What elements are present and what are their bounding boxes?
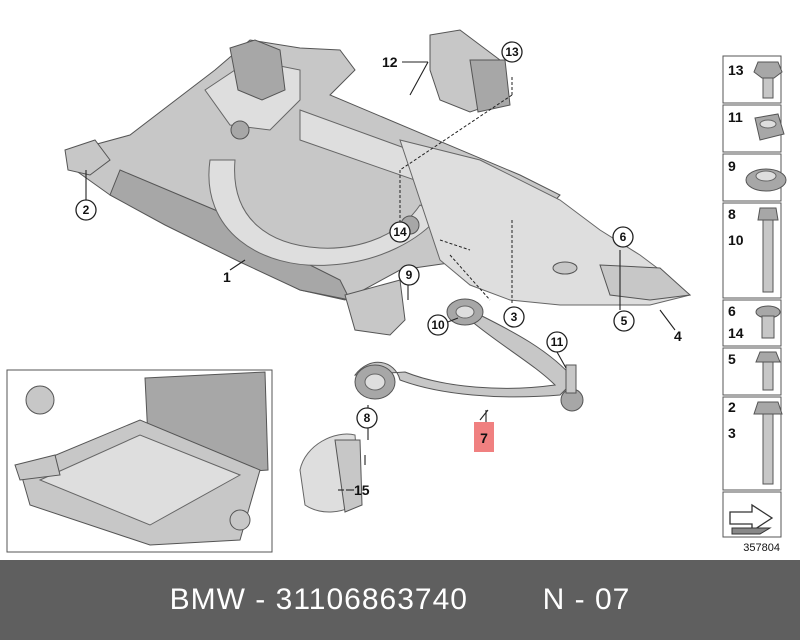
callout-13[interactable]: 13 xyxy=(501,41,523,63)
svg-text:5: 5 xyxy=(621,314,628,328)
brand-name: BMW xyxy=(169,583,246,616)
label-1[interactable]: 1 xyxy=(223,269,231,285)
callout-6[interactable]: 6 xyxy=(612,226,634,248)
callout-2[interactable]: 2 xyxy=(75,199,97,221)
separator: - xyxy=(245,583,276,616)
label-15[interactable]: 15 xyxy=(346,482,370,498)
svg-text:6: 6 xyxy=(620,230,627,244)
callout-9[interactable]: 9 xyxy=(398,264,420,286)
svg-text:12: 12 xyxy=(382,54,398,70)
arrow-icon xyxy=(729,503,774,533)
svg-text:8: 8 xyxy=(728,206,736,222)
svg-text:15: 15 xyxy=(354,482,370,498)
svg-text:9: 9 xyxy=(406,268,413,282)
callout-11[interactable]: 11 xyxy=(546,331,568,353)
svg-text:8: 8 xyxy=(364,411,371,425)
diagram-reference-number: 357804 xyxy=(743,542,780,554)
control-arm-wishbone xyxy=(353,298,584,412)
svg-text:13: 13 xyxy=(728,62,744,78)
diagram-code: N - 07 xyxy=(542,583,631,616)
vehicle-location-inset xyxy=(6,369,273,553)
svg-text:7: 7 xyxy=(480,430,488,446)
svg-text:2: 2 xyxy=(83,203,90,217)
svg-text:4: 4 xyxy=(674,328,682,344)
svg-text:6: 6 xyxy=(728,303,736,319)
svg-text:14: 14 xyxy=(728,325,744,341)
svg-text:10: 10 xyxy=(431,318,445,332)
protective-cap-part-15 xyxy=(299,433,363,513)
svg-text:1: 1 xyxy=(223,269,231,285)
svg-text:11: 11 xyxy=(728,109,743,125)
leader-lines xyxy=(85,61,676,491)
svg-text:5: 5 xyxy=(728,351,736,367)
callout-5[interactable]: 5 xyxy=(613,310,635,332)
part-number: 31106863740 xyxy=(275,583,468,616)
svg-text:2: 2 xyxy=(728,399,736,415)
spacer xyxy=(468,583,543,617)
underbody-protection-plate xyxy=(399,139,692,306)
svg-text:13: 13 xyxy=(505,45,519,59)
exploded-parts-diagram: 2 14 13 6 5 3 9 10 11 8 1 12 4 15 7 xyxy=(6,29,787,554)
part-info-footer: BMW - 31106863740 N - 07 xyxy=(0,560,800,640)
svg-text:3: 3 xyxy=(728,425,736,441)
callout-8[interactable]: 8 xyxy=(356,407,378,429)
svg-text:9: 9 xyxy=(728,158,736,174)
svg-text:14: 14 xyxy=(393,225,407,239)
bracket-part-12 xyxy=(429,29,511,113)
callout-14[interactable]: 14 xyxy=(389,221,411,243)
svg-text:11: 11 xyxy=(551,335,564,349)
svg-text:3: 3 xyxy=(511,310,518,324)
svg-text:10: 10 xyxy=(728,232,744,248)
callout-3[interactable]: 3 xyxy=(503,306,525,328)
fastener-legend: 13 11 9 8 10 6 14 5 2 3 357804 xyxy=(722,55,787,554)
label-4[interactable]: 4 xyxy=(674,328,682,344)
highlighted-part-7[interactable]: 7 xyxy=(474,422,494,452)
callout-10[interactable]: 10 xyxy=(427,314,449,336)
label-12[interactable]: 12 xyxy=(382,54,428,70)
